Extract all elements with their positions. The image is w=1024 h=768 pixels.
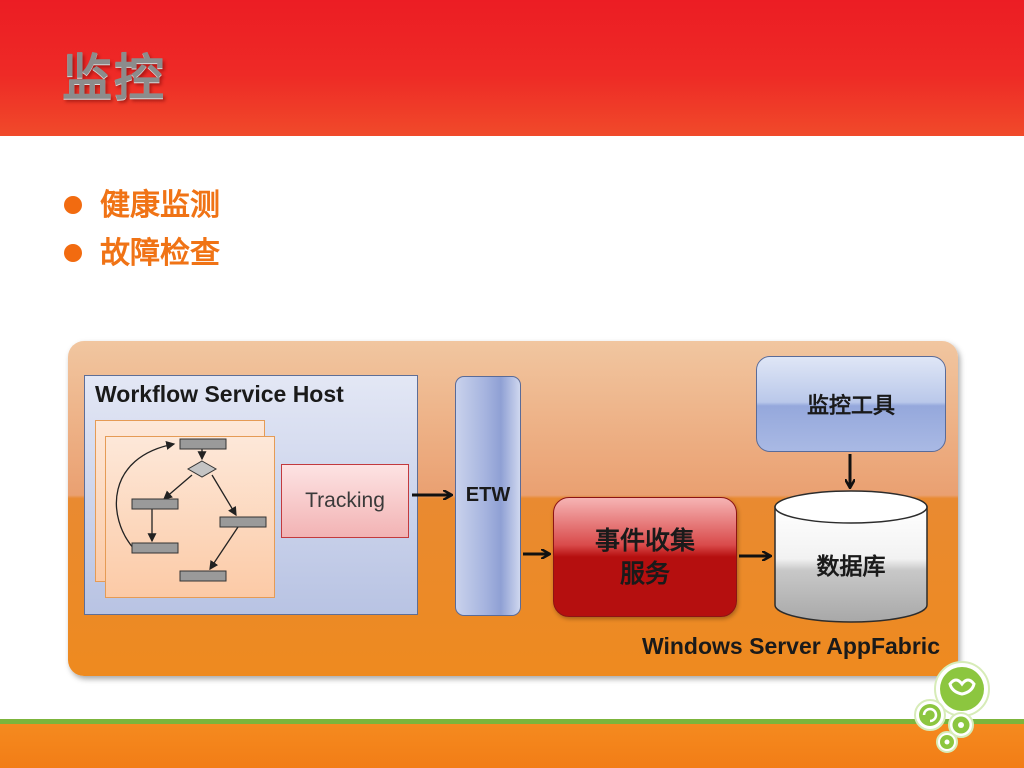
event-collection-service: 事件收集 服务 <box>553 497 737 617</box>
bullet-dot-icon <box>64 196 82 214</box>
green-circles-logo-icon <box>914 661 990 753</box>
slide-title: 监控 <box>62 49 166 107</box>
database-cylinder: 数据库 <box>773 489 929 625</box>
workflow-service-host: Workflow Service Host <box>84 375 418 615</box>
workflow-card <box>105 436 275 598</box>
database-label: 数据库 <box>816 554 886 580</box>
bullet-item: 故障检查 <box>62 232 220 280</box>
header-bar: 监控 <box>0 0 1024 136</box>
appfabric-diagram: Workflow Service Host <box>68 341 958 676</box>
platform-label: Windows Server AppFabric <box>641 633 940 659</box>
database-icon <box>774 490 928 623</box>
monitoring-tool-label: 监控工具 <box>806 394 895 419</box>
bullet-dot-icon <box>64 244 82 262</box>
footer-bar <box>0 724 1024 768</box>
bullet-item: 健康监测 <box>62 184 220 232</box>
bullet-list: 健康监测 故障检查 <box>62 184 220 280</box>
diagram-arrows <box>412 454 958 676</box>
bullet-text: 故障检查 <box>100 236 220 271</box>
workflow-service-host-title: Workflow Service Host <box>95 381 344 407</box>
bullet-text: 健康监测 <box>100 188 220 223</box>
etw-column: ETW <box>455 376 521 616</box>
tracking-box: Tracking <box>281 464 409 538</box>
event-service-label-line2: 服务 <box>619 559 670 588</box>
monitoring-tool: 监控工具 <box>756 356 946 452</box>
etw-label: ETW <box>465 484 511 506</box>
event-service-label-line1: 事件收集 <box>594 526 695 555</box>
footer-accent-line <box>0 719 1024 724</box>
workflow-flowchart-icon <box>115 438 267 582</box>
